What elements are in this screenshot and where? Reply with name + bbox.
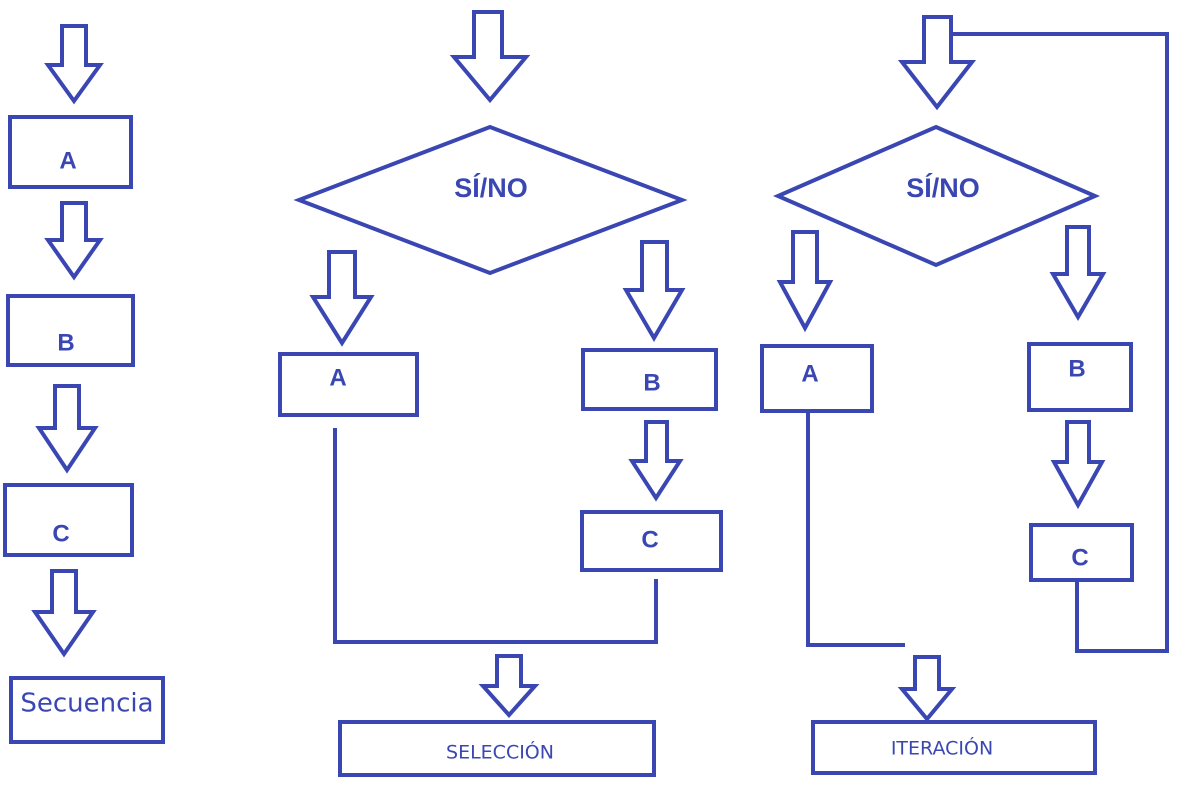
- secuencia-arrow-1: [44, 24, 104, 105]
- seleccion-box-a: [278, 352, 419, 417]
- seleccion-arrow-right: [622, 240, 686, 342]
- seleccion-title: SELECCIÓN: [446, 740, 554, 764]
- seleccion-box-b: [581, 348, 718, 411]
- iteracion-box-c: [1029, 523, 1134, 582]
- iteracion-box-a-label: A: [801, 360, 818, 387]
- secuencia-arrow-3: [35, 384, 99, 474]
- seleccion-box-c-label: C: [641, 526, 658, 553]
- secuencia-arrow-4: [31, 569, 97, 658]
- secuencia-box-b-label: B: [57, 329, 74, 356]
- iteracion-arrow-right: [1049, 225, 1107, 321]
- iteracion-title-box: [811, 720, 1097, 775]
- seleccion-decision-diamond: [293, 124, 688, 276]
- seleccion-box-b-label: B: [643, 369, 660, 396]
- seleccion-title-box: [338, 720, 656, 777]
- iteracion-decision-label: SÍ/NO: [906, 172, 980, 203]
- seleccion-arrow-b-to-c: [628, 420, 684, 502]
- seleccion-structure: SÍ/NO A B C SELECCIÓN: [278, 10, 723, 777]
- iteracion-exit-line: [806, 411, 905, 647]
- iteracion-arrow-b-to-c: [1050, 420, 1106, 510]
- iteracion-box-a: [760, 344, 874, 413]
- seleccion-box-c: [580, 510, 723, 572]
- iteracion-title: ITERACIÓN: [891, 736, 993, 760]
- secuencia-box-c-label: C: [52, 520, 69, 547]
- secuencia-structure: A B C Secuencia: [3, 24, 165, 744]
- secuencia-box-a-label: A: [59, 147, 76, 174]
- iteracion-arrow-left: [776, 230, 834, 333]
- iteracion-arrow-top: [897, 15, 977, 111]
- seleccion-box-a-label: A: [329, 364, 346, 391]
- iteracion-loop-back-line: [949, 32, 1169, 653]
- iteracion-box-b: [1027, 342, 1133, 412]
- secuencia-box-c: [3, 483, 134, 557]
- iteracion-structure: SÍ/NO A B C ITERACIÓN: [760, 15, 1169, 775]
- secuencia-title: Secuencia: [20, 689, 153, 719]
- seleccion-arrow-left: [309, 250, 375, 347]
- iteracion-arrow-bottom: [897, 655, 957, 723]
- iteracion-box-c-label: C: [1071, 544, 1088, 571]
- secuencia-box-a: [8, 115, 133, 189]
- seleccion-decision-label: SÍ/NO: [454, 172, 528, 203]
- iteracion-box-b-label: B: [1068, 355, 1085, 382]
- secuencia-arrow-2: [44, 201, 104, 281]
- secuencia-box-b: [6, 294, 135, 367]
- secuencia-title-box: [9, 676, 165, 744]
- iteracion-decision-diamond: [773, 124, 1101, 268]
- seleccion-merge-line: [333, 428, 658, 644]
- seleccion-arrow-top: [449, 10, 531, 104]
- seleccion-arrow-bottom: [478, 654, 540, 718]
